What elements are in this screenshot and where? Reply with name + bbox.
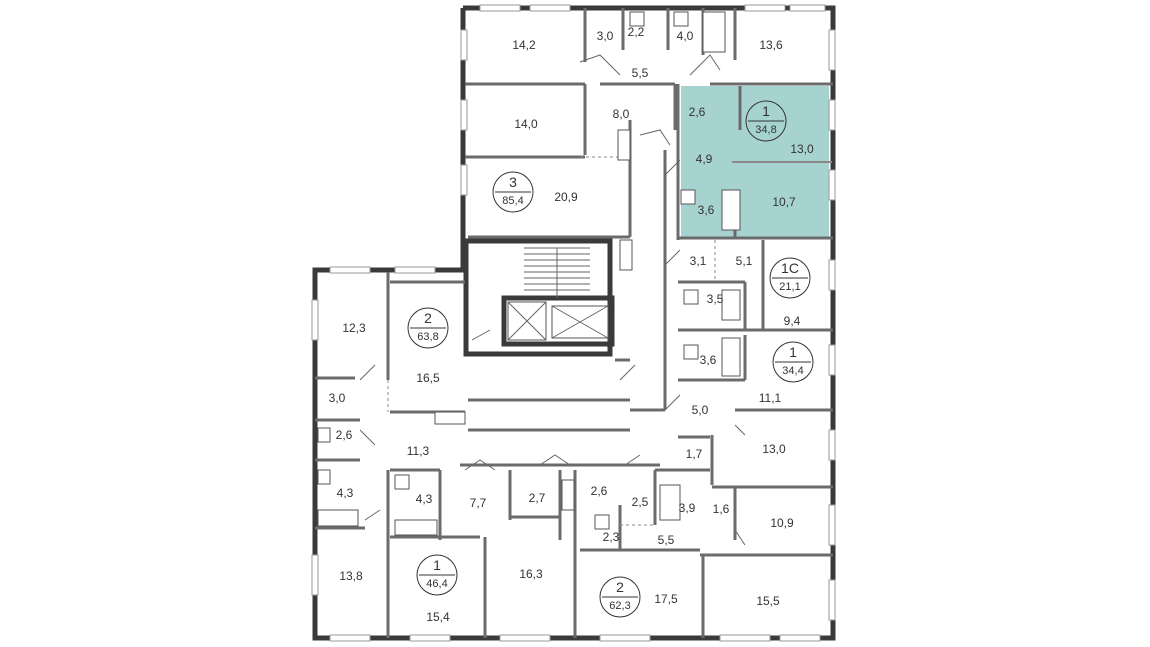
room-area: 10,9: [770, 516, 794, 530]
apartment-badge-7[interactable]: 2 62,3: [599, 576, 641, 618]
room-area: 11,3: [407, 444, 430, 458]
room-area: 2,6: [336, 428, 353, 442]
room-area: 13,6: [759, 38, 783, 52]
apartment-area: 34,8: [755, 124, 776, 136]
exterior-walls: [312, 5, 836, 641]
apartment-badge-5[interactable]: 1 34,4: [772, 341, 814, 383]
room-area: 14,2: [512, 38, 536, 52]
room-area: 13,0: [762, 442, 786, 456]
room-area: 11,1: [759, 391, 782, 405]
room-area: 2,2: [628, 25, 645, 39]
room-area: 16,3: [519, 567, 543, 581]
room-labels: 14,2 3,0 2,2 4,0 13,6 5,5 14,0 8,0 2,6 1…: [329, 25, 814, 624]
apartment-rooms: 1: [433, 557, 441, 573]
apartment-area: 63,8: [417, 331, 438, 343]
room-area: 8,0: [613, 107, 630, 121]
room-area: 4,9: [696, 152, 713, 166]
room-area: 4,0: [677, 29, 694, 43]
room-area: 9,4: [784, 314, 801, 328]
room-area: 5,1: [736, 254, 753, 268]
apartment-rooms: 1С: [781, 260, 799, 276]
apartment-rooms: 2: [616, 579, 624, 595]
room-area: 2,6: [689, 105, 706, 119]
room-area: 4,3: [416, 492, 433, 506]
room-area: 3,1: [690, 254, 707, 268]
room-area: 3,0: [597, 29, 614, 43]
apartment-rooms: 2: [424, 310, 432, 326]
room-area: 1,7: [686, 447, 703, 461]
apartment-rooms: 1: [762, 103, 770, 119]
room-area: 3,6: [698, 203, 715, 217]
room-area: 3,9: [679, 501, 696, 515]
apartment-area: 62,3: [609, 600, 630, 612]
apartment-area: 85,4: [502, 195, 523, 207]
room-area: 17,5: [654, 592, 678, 606]
apartment-badge-1[interactable]: 1 34,8: [745, 100, 787, 142]
room-area: 2,7: [529, 491, 546, 505]
room-area: 3,0: [329, 391, 346, 405]
room-area: 10,7: [772, 195, 796, 209]
room-area: 5,0: [692, 403, 709, 417]
apartment-rooms: 3: [509, 174, 517, 190]
apartment-rooms: 1: [789, 344, 797, 360]
apartment-area: 46,4: [426, 578, 447, 590]
room-area: 5,5: [632, 66, 649, 80]
room-area: 20,9: [554, 190, 578, 204]
apartment-area: 21,1: [779, 281, 800, 293]
room-area: 2,6: [591, 484, 608, 498]
room-area: 3,5: [707, 292, 724, 306]
door-swings: [359, 54, 746, 546]
apartment-badge-2[interactable]: 3 85,4: [492, 171, 534, 213]
room-area: 15,5: [756, 594, 780, 608]
stair-core: [463, 238, 615, 357]
apartment-badge-3[interactable]: 1С 21,1: [769, 257, 811, 299]
room-area: 7,7: [470, 496, 487, 510]
room-area: 13,0: [790, 142, 814, 156]
room-area: 13,8: [339, 569, 363, 583]
room-area: 2,3: [603, 530, 620, 544]
room-area: 3,6: [700, 353, 717, 367]
windows: [311, 4, 836, 642]
room-area: 1,6: [713, 502, 730, 516]
room-area: 14,0: [514, 117, 538, 131]
room-area: 16,5: [416, 371, 440, 385]
room-area: 12,3: [342, 321, 366, 335]
room-area: 2,5: [632, 495, 649, 509]
apartment-badge-6[interactable]: 1 46,4: [416, 554, 458, 596]
room-area: 5,5: [658, 533, 675, 547]
apartment-badge-4[interactable]: 2 63,8: [407, 307, 449, 349]
apartment-area: 34,4: [782, 365, 803, 377]
room-area: 15,4: [426, 610, 450, 624]
room-area: 4,3: [337, 486, 354, 500]
bathroom-fixtures: [317, 11, 741, 536]
